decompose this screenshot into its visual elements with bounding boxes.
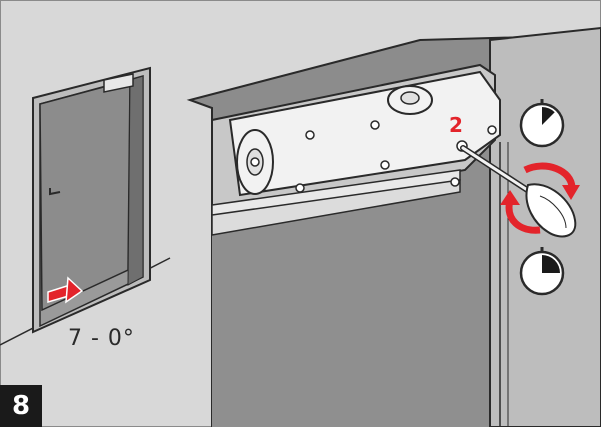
timer-top <box>542 107 555 125</box>
screwdriver-icon <box>460 145 577 238</box>
stopwatch-icon <box>519 247 565 296</box>
door-closer <box>211 63 501 236</box>
angle-label: 7 - 0° <box>68 326 135 351</box>
callout-number: 2 <box>449 113 463 137</box>
stopwatch-icon <box>519 99 565 148</box>
step-number-badge: 8 <box>0 385 42 427</box>
door-closer <box>103 73 134 93</box>
timer-bottom <box>542 255 560 273</box>
rotate-arrows-icon <box>500 162 580 234</box>
door-icon <box>0 66 171 346</box>
